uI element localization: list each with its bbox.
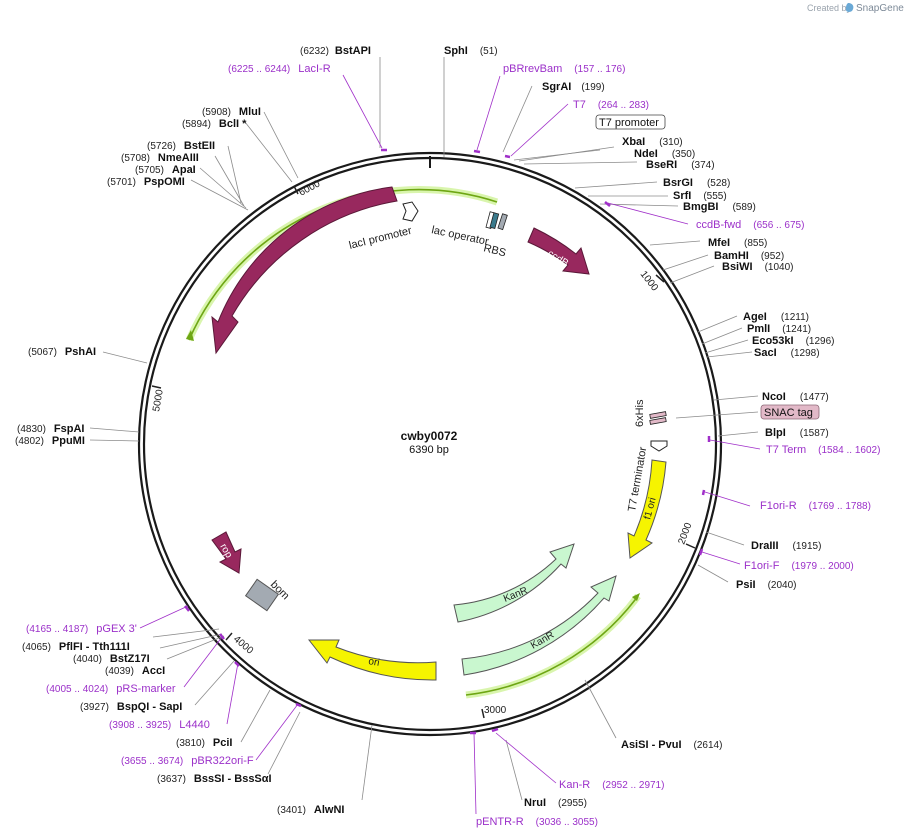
site-asisi-pvui[interactable]: AsiSI - PvuI(2614) — [621, 739, 722, 751]
tick-4000 — [225, 632, 233, 641]
site-bsrgi[interactable]: BsrGI(528) — [663, 177, 730, 189]
site-agei[interactable]: AgeI(1211) — [743, 311, 809, 323]
site-bspqi-sapi[interactable]: (3927)BspQI - SapI — [80, 701, 182, 713]
site-xbai[interactable]: XbaI(310) — [622, 136, 683, 148]
feature-ori-label: ori — [367, 656, 380, 669]
primer-kan-r[interactable]: Kan-R(2952 .. 2971) — [559, 779, 664, 791]
primer-t7-term[interactable]: T7 Term(1584 .. 1602) — [766, 444, 880, 456]
boxed-snac-tag[interactable]: SNAC tag — [760, 404, 820, 420]
primers: (6225 .. 6244)LacI-R pBRrevBam(157 .. 17… — [26, 63, 880, 828]
site-ndei[interactable]: NdeI(350) — [634, 148, 695, 160]
plasmid-size: 6390 bp — [409, 444, 449, 456]
site-bamhi[interactable]: BamHI(952) — [714, 250, 784, 262]
primer-f1ori-r[interactable]: F1ori-R(1769 .. 1788) — [760, 500, 871, 512]
site-mlui[interactable]: (5908)MluI — [202, 106, 261, 118]
primer-t7[interactable]: T7(264 .. 283) — [573, 99, 649, 111]
tick-label-1000: 1000 — [638, 269, 661, 294]
site-psii[interactable]: PsiI(2040) — [736, 579, 796, 591]
primer-pbr322ori-f[interactable]: (3655 .. 3674)pBR322ori-F — [121, 755, 254, 767]
snapgene-leaf-icon — [845, 3, 854, 12]
feature-6xhis[interactable]: 6xHis — [634, 399, 667, 427]
primer-laci-r[interactable]: (6225 .. 6244)LacI-R — [228, 63, 331, 75]
plasmid-name: cwby0072 — [401, 429, 458, 443]
feature-laci-label: lacI — [281, 252, 300, 270]
feature-kanr-inner[interactable]: KanR — [453, 543, 575, 623]
site-mfei[interactable]: MfeI(855) — [708, 237, 767, 249]
feature-lac-operator-label: lac operator — [430, 224, 490, 248]
site-bseri[interactable]: BseRI(374) — [646, 159, 715, 171]
feature-kanr-outer[interactable]: KanR — [461, 575, 617, 676]
primer-ccdb-fwd[interactable]: ccdB-fwd(656 .. 675) — [696, 219, 804, 231]
site-bmgbi[interactable]: BmgBI(589) — [683, 201, 756, 213]
site-draiii[interactable]: DraIII(1915) — [751, 540, 821, 552]
tick-1000 — [655, 274, 665, 283]
boxed-t7-promoter[interactable]: T7 promoter — [595, 114, 666, 130]
connector-lines — [89, 57, 759, 801]
site-pflfi-tth111i[interactable]: (4065)PflFI - Tth111I — [22, 641, 130, 653]
credit-prefix: Created by — [807, 3, 852, 13]
site-ppumi[interactable]: (4802)PpuMI — [15, 435, 85, 447]
site-saci[interactable]: SacI(1298) — [754, 347, 820, 359]
primer-pentr-r[interactable]: pENTR-R(3036 .. 3055) — [476, 816, 598, 828]
snac-tag-box-label: SNAC tag — [764, 407, 813, 419]
credit-brand: SnapGene — [856, 3, 904, 14]
site-acci[interactable]: (4039)AccI — [105, 665, 165, 677]
primer-l4440[interactable]: (3908 .. 3925)L4440 — [109, 719, 210, 731]
tick-label-5000: 5000 — [151, 388, 166, 412]
tick-3000 — [481, 708, 485, 719]
tick-2000 — [685, 543, 696, 549]
site-sphi[interactable]: SphI(51) — [444, 45, 498, 57]
site-blpi[interactable]: BlpI(1587) — [765, 427, 829, 439]
site-alwni[interactable]: (3401)AlwNI — [277, 804, 344, 816]
site-bsssi[interactable]: (3637)BssSI - BssSαI — [157, 773, 272, 785]
orf-arrow-lower — [632, 593, 640, 601]
orf-line-lower — [465, 595, 639, 696]
feature-bom[interactable]: bom — [244, 579, 292, 612]
feature-kanr-inner-label: KanR — [502, 585, 529, 605]
feature-6xhis-label: 6xHis — [634, 399, 646, 427]
credit: Created by SnapGene — [807, 3, 904, 14]
restriction-sites: (6232)BstAPI SphI(51) SgrAI(199) XbaI(31… — [15, 45, 835, 816]
orf-arrow-laci — [186, 330, 194, 341]
site-nrui[interactable]: NruI(2955) — [524, 797, 587, 809]
feature-rop[interactable]: rop — [211, 531, 242, 574]
site-bcli[interactable]: (5894)BclI * — [182, 118, 247, 130]
feature-f1-ori[interactable]: f1 ori — [627, 459, 667, 559]
site-fspai[interactable]: (4830)FspAI — [17, 423, 84, 435]
feature-laci[interactable]: lacI — [211, 186, 398, 355]
primer-prs-marker[interactable]: (4005 .. 4024)pRS-marker — [46, 683, 176, 695]
site-apai[interactable]: (5705)ApaI — [135, 164, 196, 176]
site-nmeaiii[interactable]: (5708)NmeAIII — [121, 152, 199, 164]
feature-laci-promoter-label: lacI promoter — [348, 225, 414, 252]
site-bstapi[interactable]: (6232)BstAPI — [300, 45, 371, 57]
primer-marks — [184, 148, 711, 735]
backbone — [137, 151, 723, 737]
site-srfi[interactable]: SrfI(555) — [673, 190, 727, 202]
tick-5000 — [151, 385, 162, 389]
feature-ori[interactable]: ori — [307, 639, 437, 681]
tick-label-2000: 2000 — [676, 521, 694, 546]
site-ncoi[interactable]: NcoI(1477) — [762, 391, 829, 403]
site-sgrai[interactable]: SgrAI(199) — [542, 81, 605, 93]
site-bstz17i[interactable]: (4040)BstZ17I — [73, 653, 150, 665]
tick-label-3000: 3000 — [484, 705, 507, 716]
site-bsteii[interactable]: (5726)BstEII — [147, 140, 215, 152]
primer-connector-lines — [139, 74, 761, 815]
feature-rbs-label: RBS — [482, 242, 507, 259]
feature-rbs[interactable]: RBS — [482, 212, 508, 260]
t7-promoter-box-label: T7 promoter — [599, 117, 659, 129]
site-pspomi[interactable]: (5701)PspOMI — [107, 176, 185, 188]
site-pcii[interactable]: (3810)PciI — [176, 737, 232, 749]
site-bsiwi[interactable]: BsiWI(1040) — [722, 261, 793, 273]
feature-ccdb[interactable]: ccdB — [527, 227, 590, 275]
site-pmli[interactable]: PmlI(1241) — [747, 323, 811, 335]
primer-pbrrevbam[interactable]: pBRrevBam(157 .. 176) — [503, 63, 625, 75]
site-pshai[interactable]: (5067)PshAI — [28, 346, 96, 358]
tick-6000 — [293, 185, 299, 195]
primer-f1ori-f[interactable]: F1ori-F(1979 .. 2000) — [744, 560, 854, 572]
primer-pgex-3[interactable]: (4165 .. 4187)pGEX 3' — [26, 623, 137, 635]
site-eco53ki[interactable]: Eco53kI(1296) — [752, 335, 835, 347]
